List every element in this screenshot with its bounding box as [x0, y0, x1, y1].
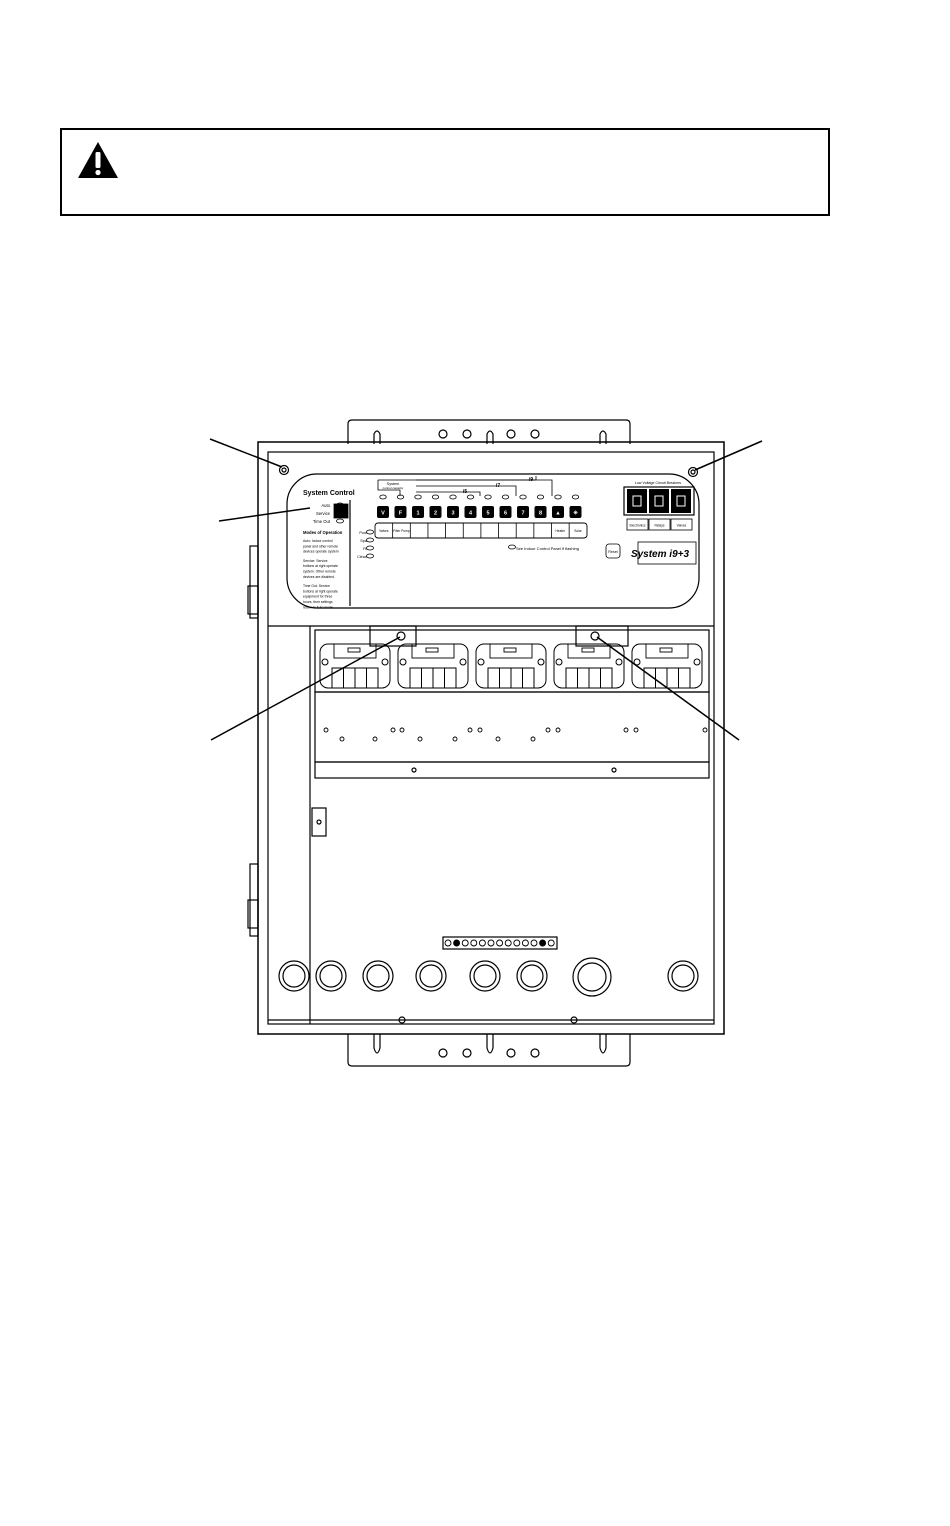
status-led [414, 494, 422, 500]
status-led [396, 494, 405, 500]
mode-description-line: equipment for three [303, 595, 333, 599]
button-label-strip: Valves Filter Pump Heater Solar [374, 522, 588, 539]
button-strip-label: Filter Pump [393, 529, 410, 533]
terminal-block [442, 936, 558, 950]
system-control-title: System Control [303, 490, 355, 497]
circuit-breaker[interactable] [649, 489, 669, 513]
flash-note: See Indoor Control Panel if flashing [516, 546, 579, 551]
service-button-label: ▲ [555, 511, 560, 517]
button-strip-label: Heater [556, 529, 567, 533]
service-button-label: F [399, 511, 403, 517]
service-button-label: V [381, 511, 385, 517]
control-panel-face [286, 473, 700, 609]
mode-description-line: Time Out: Service [303, 584, 330, 588]
mode-description-line: devices are disabled. [303, 575, 335, 579]
breaker-label: Relays [654, 524, 664, 528]
service-buttons[interactable]: V F 1 2 3 4 5 6 7 8 ▲ ✳ [377, 494, 582, 518]
brand-logo: System i9+3 [631, 549, 690, 560]
mode-description-line: devices operate system [303, 550, 339, 554]
modes-heading: Modes of Operation [303, 530, 343, 535]
status-led [449, 494, 457, 500]
service-button[interactable] [482, 506, 494, 518]
mode-description-line: panel and other remote [303, 544, 338, 548]
button-strip-label: Solar [574, 529, 582, 533]
led-label-clean: Clean [357, 555, 367, 559]
bottom-mounting-bracket [347, 1034, 631, 1067]
service-button-label: 7 [521, 511, 524, 517]
service-button-label: 8 [539, 511, 542, 517]
button-strip-label: Valves [379, 529, 389, 533]
circuit-breaker[interactable] [671, 489, 691, 513]
service-button[interactable] [534, 506, 547, 518]
callout-leader-lines [209, 438, 763, 741]
circuit-breaker[interactable] [627, 489, 647, 513]
mode-service-label: Service [316, 511, 331, 516]
mode-description-line: return to Auto mode. [303, 605, 334, 609]
status-led [466, 494, 475, 500]
enclosure-inner [267, 451, 715, 1025]
mode-description-line: hours, then settings [303, 600, 333, 604]
led-label-pool: Pool [359, 531, 367, 535]
top-bracket-holes [373, 429, 607, 444]
service-button[interactable] [569, 506, 582, 518]
service-button-label: 2 [434, 511, 437, 517]
enclosure-outline [257, 441, 725, 1035]
left-hinge-top [249, 545, 259, 619]
service-button-label: 5 [486, 511, 489, 517]
service-button-label: 6 [504, 511, 507, 517]
capacity-sub: control capacity [383, 486, 404, 490]
service-button-label: 3 [451, 511, 454, 517]
brand-box [637, 541, 697, 565]
knockout-holes [278, 957, 699, 997]
warning-box [60, 128, 830, 216]
relays [319, 643, 703, 689]
warning-triangle-icon [78, 142, 118, 178]
breaker-label: Valves [677, 524, 687, 528]
status-led [536, 494, 545, 500]
status-led [431, 494, 440, 500]
status-led [519, 494, 527, 500]
mode-auto-label: Auto [321, 503, 330, 508]
service-button[interactable] [394, 506, 407, 518]
mode-description-line: Service: Service [303, 559, 328, 563]
breaker-housing [623, 486, 695, 516]
service-button-label: 4 [469, 511, 473, 517]
reset-button[interactable] [605, 543, 621, 559]
led-label-fil: Fil [363, 547, 367, 551]
corner-screws [278, 464, 699, 478]
service-button[interactable] [412, 506, 424, 518]
status-led [501, 494, 510, 500]
service-button[interactable] [447, 506, 459, 518]
led-label-spa: Spa [360, 539, 368, 543]
mode-description-line: Auto: Indoor control [303, 539, 333, 543]
top-mounting-bracket [347, 419, 631, 444]
service-button[interactable] [552, 506, 564, 518]
control-panel-labels: System Control Auto Service Time Out Mod… [303, 477, 689, 609]
breaker-title: Low Voltage Circuit Breakers [635, 481, 681, 485]
mode-description-line: system. Other remote [303, 570, 336, 574]
breaker-label: Electronics [629, 524, 645, 528]
mode-timeout-label: Time Out [313, 519, 331, 524]
relay-rail [314, 629, 710, 693]
service-button[interactable] [517, 506, 529, 518]
status-led [484, 494, 492, 500]
status-led [379, 494, 387, 500]
mode-description-line: buttons at right operate [303, 564, 338, 568]
circuit-breakers[interactable]: Electronics Relays Valves [626, 489, 693, 531]
reset-label: Reset [608, 550, 617, 554]
service-button[interactable] [429, 506, 442, 518]
service-button[interactable] [499, 506, 512, 518]
bottom-bracket-holes [373, 1034, 607, 1058]
service-button-label: ✳ [573, 510, 578, 517]
status-led [571, 494, 580, 500]
service-button[interactable] [464, 506, 477, 518]
service-button-label: 1 [416, 511, 419, 517]
service-button[interactable] [377, 506, 389, 518]
mode-description-line: buttons at right operate [303, 589, 338, 593]
status-led [554, 494, 562, 500]
capacity-label: System [387, 482, 400, 486]
